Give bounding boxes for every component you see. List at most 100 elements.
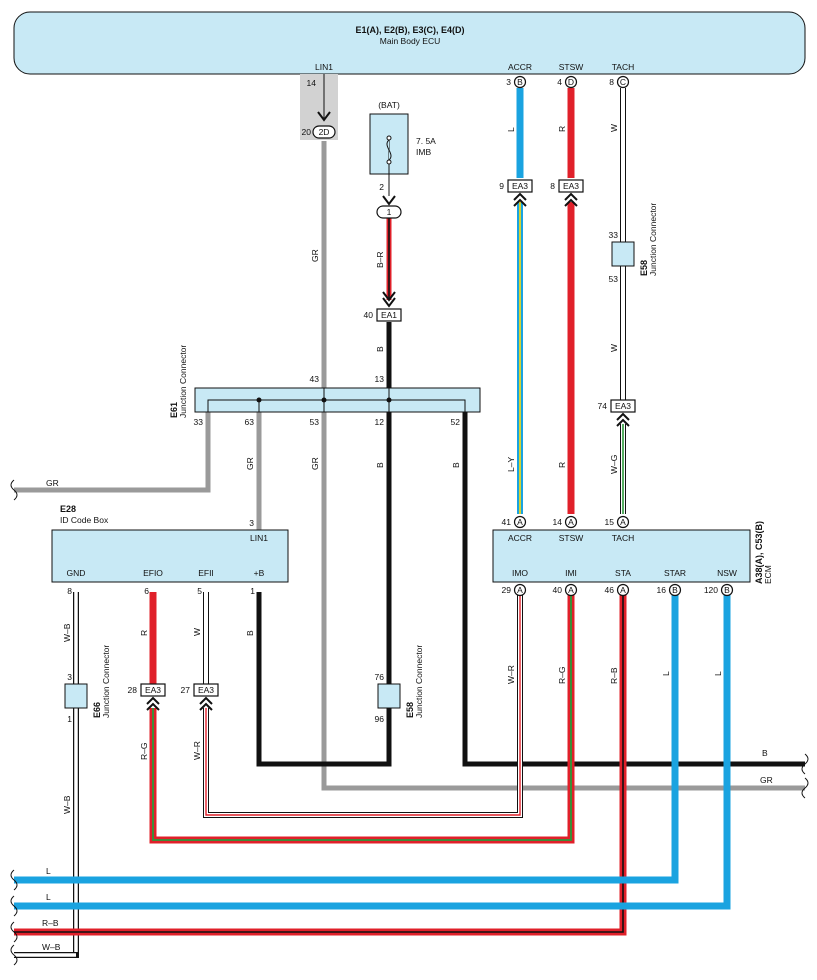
wl-w-r: W–R	[506, 665, 516, 684]
wire-r-b-sta	[14, 592, 627, 936]
ecu-pin-accr-num: 3	[506, 77, 511, 87]
ea3-accr-label: EA3	[512, 181, 528, 191]
wl-gr-63: GR	[245, 457, 255, 470]
wl-r-mid: R	[557, 462, 567, 468]
e66-pin-top: 3	[67, 672, 72, 682]
e61-name: Junction Connector	[178, 345, 188, 418]
wl-w-efii: W	[192, 628, 202, 636]
ea3-efio-label: EA3	[145, 685, 161, 695]
e28-id: E28	[60, 504, 76, 514]
wl-w-r-low: W–R	[192, 741, 202, 760]
wl-w-b-bottom: W–B	[42, 942, 61, 952]
ecu-pin-tach-num: 8	[609, 77, 614, 87]
wire-break-marks-right	[801, 753, 809, 799]
e58-top-pin-top: 33	[609, 230, 619, 240]
e58-top-name: Junction Connector	[648, 203, 658, 276]
wire-b-plusb	[256, 592, 392, 767]
ecm-stsw-conn: A	[568, 517, 574, 527]
ecm-box: ACCR STSW TACH IMO IMI STA STAR NSW A38(…	[492, 521, 773, 584]
e28-pin-efio: EFIO	[143, 568, 163, 578]
junction-e58-top: 33 53 E58 Junction Connector	[609, 203, 658, 284]
ecm-accr-conn: A	[517, 517, 523, 527]
wl-r-b: R–B	[609, 667, 619, 684]
e66-pin-bottom: 1	[67, 714, 72, 724]
ecm-name: ECM	[763, 565, 773, 584]
e28-pin-efii-num: 5	[197, 586, 202, 596]
pin-name-accr: ACCR	[508, 62, 532, 72]
ecm-accr-num: 41	[502, 517, 512, 527]
ecm-imo-conn: A	[517, 585, 523, 595]
wl-w-b-top: W–B	[62, 623, 72, 642]
e28-pin-gnd-num: 8	[67, 586, 72, 596]
fuse-name: IMB	[416, 147, 431, 157]
e58-top-id: E58	[639, 260, 649, 276]
ea1-label: EA1	[381, 310, 397, 320]
e61-pin-52: 52	[451, 417, 461, 427]
e61-id: E61	[169, 402, 179, 418]
wl-r-top: R	[557, 126, 567, 132]
e61-pin-43: 43	[310, 374, 320, 384]
e28-lin1-pin: 3	[249, 518, 254, 528]
e28-pin-gnd: GND	[67, 568, 86, 578]
ea3-stsw-pin: 8	[550, 181, 555, 191]
ecu-name: Main Body ECU	[380, 36, 440, 46]
wire-gr-left	[14, 412, 211, 493]
connector-ea1: EA1 40	[364, 291, 402, 322]
ea1-pin: 40	[364, 310, 374, 320]
wl-gr-left: GR	[46, 478, 59, 488]
wl-b-r: B–R	[375, 251, 385, 268]
wl-l-b1: L	[46, 866, 51, 876]
e66-name: Junction Connector	[101, 645, 111, 718]
fuse-pin: 2	[379, 182, 384, 192]
e61-pin-13: 13	[375, 374, 385, 384]
wl-w-mid: W	[609, 344, 619, 352]
ea3-tach-label: EA3	[615, 401, 631, 411]
ecm-pin-imo: IMO	[512, 568, 528, 578]
wl-l-y: L–Y	[506, 457, 516, 472]
e61-pin-12: 12	[375, 417, 385, 427]
wire-w-r-loop	[203, 592, 523, 818]
e28-pin-plusb: +B	[254, 568, 265, 578]
connector-ea3-stsw: EA3 8	[550, 179, 584, 207]
wl-l-nsw: L	[713, 671, 723, 676]
wire-w-b-gnd	[14, 592, 79, 958]
ecu-pin-accr-conn: B	[517, 77, 523, 87]
ecm-pin-tach: TACH	[612, 533, 635, 543]
ecu-ids: E1(A), E2(B), E3(C), E4(D)	[355, 25, 464, 35]
ecm-pin-accr: ACCR	[508, 533, 532, 543]
ecm-pin-star: STAR	[664, 568, 686, 578]
e61-pin-33: 33	[194, 417, 204, 427]
ecm-sta-conn: A	[620, 585, 626, 595]
connector-2d-label: 2D	[319, 127, 330, 137]
wl-b-right: B	[762, 748, 768, 758]
ea3-accr-pin: 9	[499, 181, 504, 191]
e28-pin-efii: EFII	[198, 568, 214, 578]
pin-num-lin1: 14	[307, 78, 317, 88]
ecm-pin-stsw: STSW	[559, 533, 584, 543]
connector-ea3-accr: EA3 9	[499, 179, 533, 207]
pin-name-stsw: STSW	[559, 62, 584, 72]
ea3-efio-pin: 28	[128, 685, 138, 695]
wire-b-52	[462, 412, 805, 767]
wire-color-labels: GR B–R B L R W W W–G L–Y R GR GR B B GR …	[42, 124, 773, 952]
e58-bottom-id: E58	[405, 702, 415, 718]
ecu-pin-stsw	[564, 75, 578, 89]
wl-b-plusb: B	[245, 630, 255, 636]
ecm-top-pin-circles: A 41 A 14 A 15	[502, 515, 630, 529]
ecm-nsw-conn: B	[724, 585, 730, 595]
pin-name-lin1: LIN1	[315, 62, 333, 72]
connector-ea3-efii: EA3 27	[181, 683, 219, 711]
fuse-rating: 7. 5A	[416, 136, 436, 146]
ecm-star-conn: B	[672, 585, 678, 595]
wl-b-52: B	[451, 462, 461, 468]
wl-gr-53: GR	[310, 457, 320, 470]
ecu-pin-stsw-conn: D	[568, 77, 574, 87]
pin-num-20: 20	[302, 127, 312, 137]
wire-gr-53	[321, 412, 805, 791]
wl-b-12: B	[375, 462, 385, 468]
wl-l-star: L	[661, 671, 671, 676]
e61-pin-63: 63	[245, 417, 255, 427]
ea3-tach-pin: 74	[598, 401, 608, 411]
ecm-tach-conn: A	[620, 517, 626, 527]
e28-lin1-label: LIN1	[250, 533, 268, 543]
